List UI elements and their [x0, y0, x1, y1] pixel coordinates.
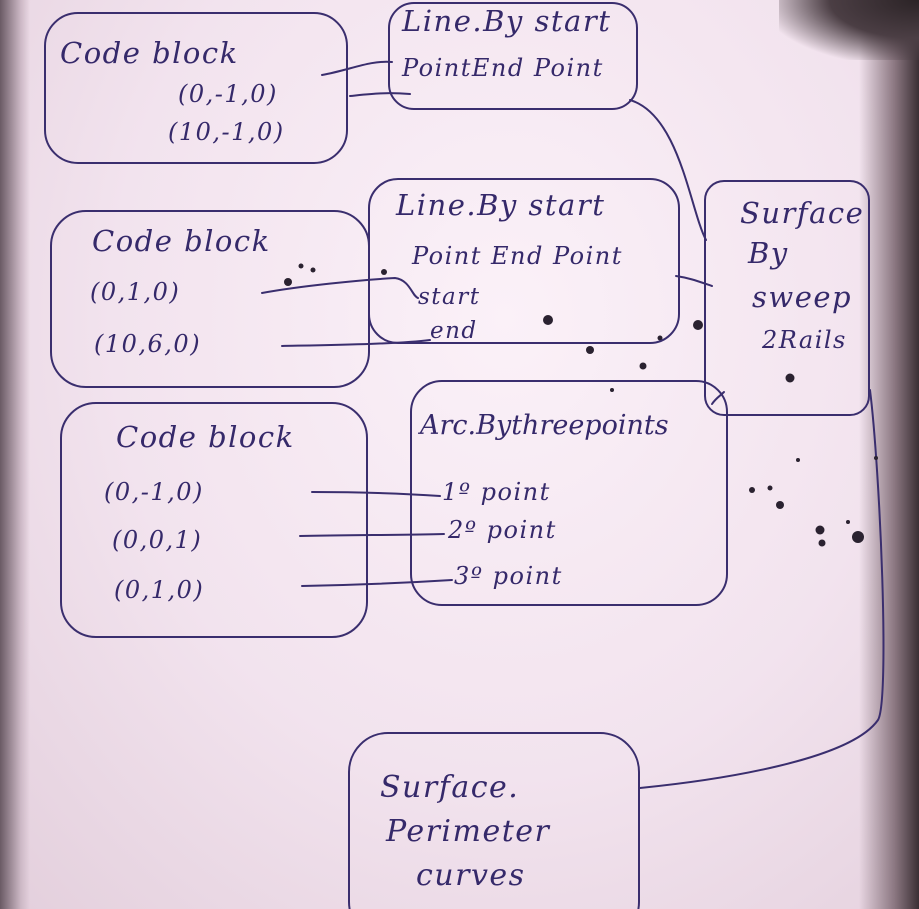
- ink-dot: [815, 525, 825, 535]
- wire-line1-sweep: [629, 99, 707, 241]
- surface-perimeter-line-1: Surface.: [380, 770, 520, 805]
- ink-dot: [767, 485, 773, 491]
- ink-dot: [776, 501, 784, 509]
- surface-by-sweep-node[interactable]: [704, 180, 870, 416]
- code-block-3-point-3: (0,1,0): [114, 576, 205, 604]
- code-block-2-title: Code block: [92, 224, 271, 258]
- ink-dot: [298, 263, 304, 269]
- arc-point-2-port[interactable]: 2º point: [448, 516, 557, 544]
- surface-sweep-line-2: By: [748, 236, 789, 270]
- code-block-1-point-1: (0,-1,0): [178, 80, 278, 108]
- line-2-start-port[interactable]: start: [418, 284, 481, 310]
- ink-dot: [610, 388, 614, 392]
- ink-dot: [818, 539, 826, 547]
- code-block-2-point-1: (0,1,0): [90, 278, 181, 306]
- surface-perimeter-line-3: curves: [416, 858, 526, 893]
- line-1-subtitle: PointEnd Point: [402, 54, 604, 82]
- ink-dot: [586, 346, 594, 354]
- surface-perimeter-line-2: Perimeter: [386, 814, 551, 849]
- ink-dot: [749, 487, 755, 493]
- ink-dot: [852, 531, 864, 543]
- ink-dot: [310, 267, 316, 273]
- line-by-start-end-node-1[interactable]: [388, 2, 638, 110]
- surface-sweep-line-3: sweep: [752, 280, 853, 314]
- line-2-title: Line.By start: [396, 188, 606, 222]
- arc-by-three-points-node[interactable]: [410, 380, 728, 606]
- code-block-2-point-2: (10,6,0): [94, 330, 202, 358]
- wire-cb2-start: [261, 276, 419, 299]
- ink-dot: [543, 315, 553, 325]
- ink-dot: [785, 373, 795, 383]
- line-2-end-port[interactable]: end: [430, 318, 478, 344]
- code-block-node-1[interactable]: [44, 12, 348, 164]
- table-corner: [779, 0, 919, 60]
- code-block-1-title: Code block: [60, 36, 239, 70]
- surface-sweep-line-4: 2Rails: [762, 326, 847, 354]
- wire-cb2-end: [281, 339, 431, 347]
- code-block-node-3[interactable]: [60, 402, 368, 638]
- wire-sweep-perimeter: [639, 389, 885, 789]
- surface-sweep-line-1: Surface: [740, 196, 865, 230]
- arc-point-3-port[interactable]: 3º point: [454, 562, 563, 590]
- wire-cb3-p2: [299, 533, 445, 537]
- code-block-3-title: Code block: [116, 420, 295, 454]
- wire-cb3-p1: [311, 491, 441, 497]
- ink-dot: [796, 458, 800, 462]
- code-block-3-point-1: (0,-1,0): [104, 478, 204, 506]
- ink-dot: [846, 520, 850, 524]
- code-block-3-point-2: (0,0,1): [112, 526, 203, 554]
- ink-dots: [284, 263, 878, 547]
- table-edge-right: [859, 0, 919, 909]
- arc-title: Arc.Bythreepoints: [420, 410, 669, 441]
- ink-dot: [693, 320, 703, 330]
- line-by-start-end-node-2[interactable]: [368, 178, 680, 344]
- ink-dot: [381, 269, 387, 275]
- table-edge-left: [0, 0, 30, 909]
- surface-perimeter-curves-node[interactable]: [348, 732, 640, 909]
- code-block-1-point-2: (10,-1,0): [168, 118, 285, 146]
- arc-point-1-port[interactable]: 1º point: [442, 478, 551, 506]
- wire-cb1-start: [321, 60, 393, 76]
- ink-dot: [284, 278, 292, 286]
- ink-dot: [874, 456, 878, 460]
- line-2-subtitle: Point End Point: [412, 242, 623, 270]
- ink-dot: [639, 362, 647, 370]
- line-1-title: Line.By start: [402, 4, 612, 38]
